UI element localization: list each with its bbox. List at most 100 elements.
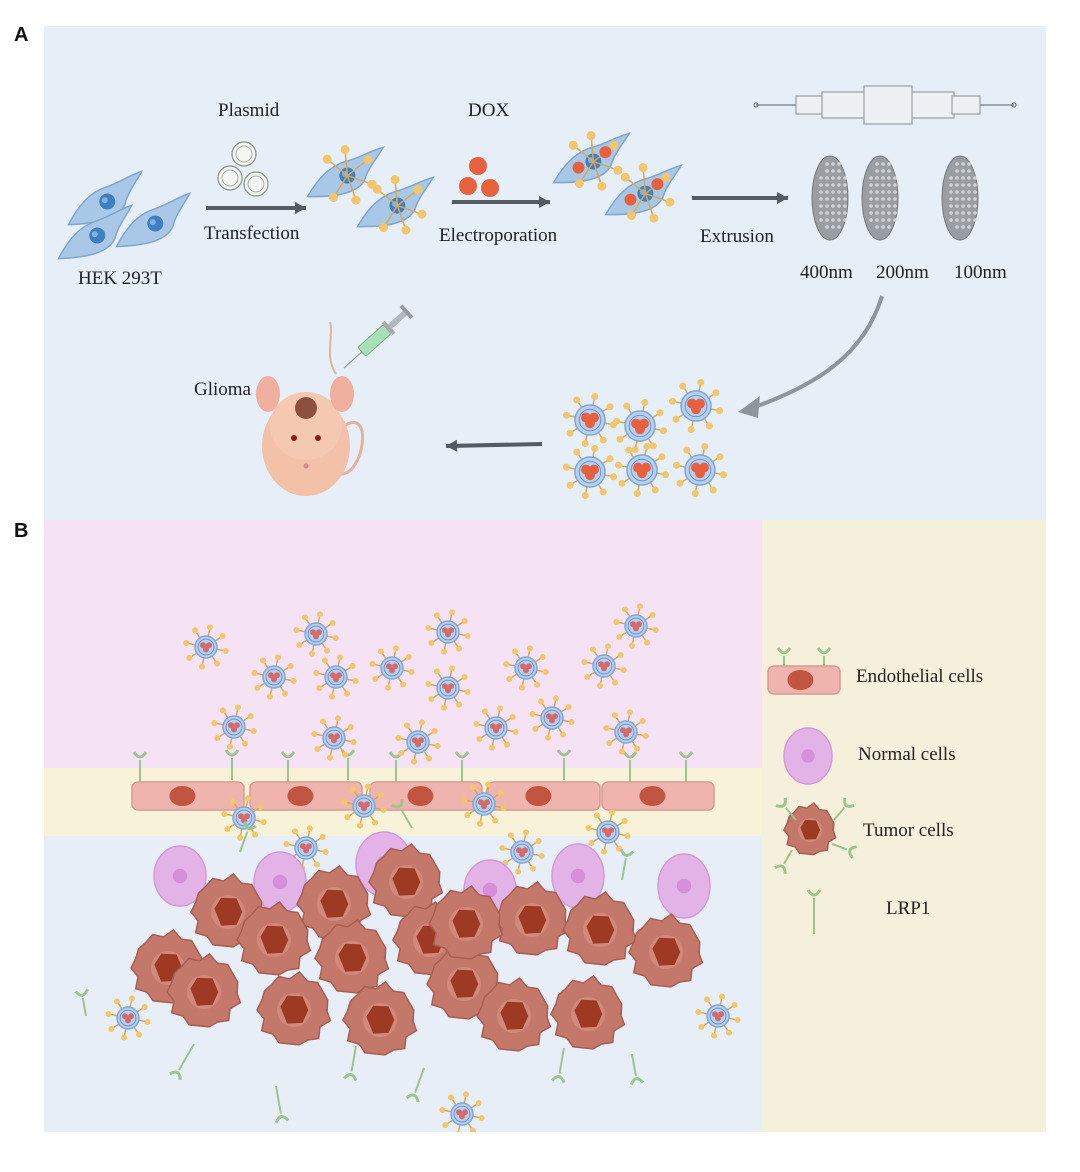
ligand-tip: [357, 822, 364, 829]
ligand-tip: [620, 172, 630, 182]
membrane-pore: [881, 225, 885, 229]
ligand-tip: [113, 998, 120, 1005]
tumor-nucleus: [500, 1001, 529, 1030]
membrane-pore: [893, 218, 897, 222]
lrp1-receptor: [551, 1047, 566, 1084]
membrane-pore: [825, 211, 829, 215]
label-pore-200: 200nm: [876, 262, 929, 283]
dox-cargo: [206, 642, 212, 649]
dox-particle: [624, 193, 637, 206]
mouse-icon: [256, 321, 365, 496]
membrane-pore: [967, 183, 971, 187]
dox-cargo: [633, 625, 639, 632]
mouse-ear: [256, 376, 280, 412]
dox-cargo: [602, 827, 608, 834]
syringe-needle: [343, 351, 363, 369]
dox-loaded-cell: [604, 163, 683, 223]
ligand-tip: [244, 795, 251, 802]
ligand-tip: [712, 389, 720, 397]
membrane-pore: [887, 176, 891, 180]
ligand-tip: [581, 659, 588, 666]
ligand-tip: [504, 741, 511, 748]
dox-cargo: [546, 713, 552, 720]
ligand-tip: [141, 1003, 148, 1010]
ligand-tip: [612, 679, 619, 686]
ligand-tip: [186, 655, 193, 662]
ligand-tip: [636, 603, 643, 610]
ligand-tip: [612, 417, 620, 425]
ligand-tip: [649, 442, 657, 450]
membrane-pore: [843, 190, 847, 194]
tumor-nucleus: [450, 969, 479, 998]
membrane-pore: [967, 162, 971, 166]
hek-cell: [57, 204, 134, 260]
arrow-head: [446, 439, 458, 452]
lrp1-receptor: [224, 749, 240, 780]
membrane-pore: [887, 225, 891, 229]
membrane-pore: [961, 218, 965, 222]
tumor-nucleus: [574, 999, 603, 1028]
ligand-tip: [267, 693, 274, 700]
ligand-tip: [316, 685, 323, 692]
membrane-pore: [961, 169, 965, 173]
arrow-head: [295, 202, 306, 214]
ligand-tip: [620, 666, 627, 673]
dox-cargo: [718, 1011, 724, 1018]
ligand-tip: [380, 806, 387, 813]
ligand-tip: [626, 210, 636, 220]
ligand-tip: [586, 131, 596, 141]
ligand-tip: [428, 640, 435, 647]
ligand-tip: [344, 690, 351, 697]
engineered-exosome: [311, 715, 357, 761]
ligand-tip: [705, 422, 713, 430]
legend-tumor-lrp1: [774, 849, 793, 874]
ligand-tip: [428, 696, 435, 703]
membrane-pore: [955, 183, 959, 187]
dox-cargo: [620, 727, 626, 734]
ligand-tip: [639, 717, 646, 724]
engineered-exosome: [503, 645, 549, 691]
dox-cargo: [303, 847, 309, 854]
ligand-tip: [329, 619, 336, 626]
endothelial-nucleus: [407, 786, 434, 806]
ligand-tip: [643, 442, 651, 450]
ligand-tip: [405, 653, 412, 660]
filter-membrane-400: [811, 155, 849, 241]
membrane-pore: [843, 218, 847, 222]
membrane-pore: [955, 218, 959, 222]
ligand-tip: [347, 723, 354, 730]
ligand-tip: [431, 727, 438, 734]
ligand-tip: [254, 685, 261, 692]
endothelial-cell: [487, 781, 601, 811]
ligand-tip: [683, 446, 691, 454]
ligand-tip: [309, 650, 316, 657]
dox-loaded-cell: [552, 131, 631, 191]
membrane-pore: [837, 204, 841, 208]
membrane-pore: [819, 183, 823, 187]
endothelial-nucleus: [639, 786, 666, 806]
lrp1-receptor: [556, 749, 572, 780]
ligand-tip: [390, 175, 400, 185]
membrane-pore: [961, 162, 965, 166]
membrane-pore: [887, 190, 891, 194]
arrow-head: [539, 196, 550, 208]
label-pore-100: 100nm: [954, 262, 1007, 283]
ligand-tip: [372, 676, 379, 683]
plasmid-icon: [217, 141, 269, 197]
tumor-cell: [562, 890, 638, 966]
engineered-exosome: [283, 825, 329, 871]
legend-normal-label: Normal cells: [858, 744, 956, 765]
tumor-cell: [550, 974, 626, 1050]
ligand-tip: [461, 797, 468, 804]
engineered-exosome: [395, 719, 441, 765]
membrane-pore: [961, 176, 965, 180]
ligand-tip: [349, 786, 356, 793]
engineered-exosome: [585, 809, 631, 855]
engineered-exosome: [473, 705, 519, 751]
ligand-tip: [537, 698, 544, 705]
ligand-tip: [473, 721, 480, 728]
tumor-nucleus: [214, 897, 243, 926]
membrane-pore: [843, 211, 847, 215]
ligand-tip: [426, 755, 433, 762]
vesicle-inner: [617, 723, 635, 741]
